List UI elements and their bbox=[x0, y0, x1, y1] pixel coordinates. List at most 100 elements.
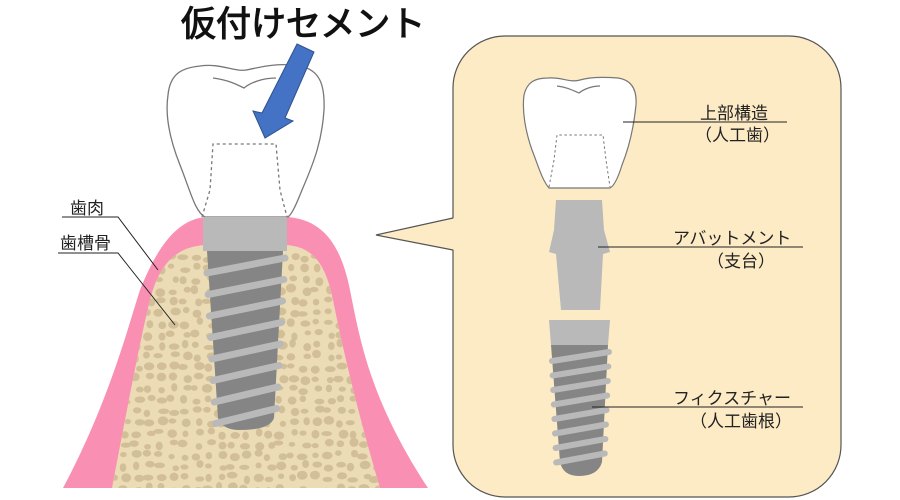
bone-pore bbox=[276, 329, 286, 339]
bone-pore bbox=[144, 444, 151, 450]
bone-pore bbox=[302, 287, 312, 297]
thread bbox=[208, 340, 284, 363]
thread bbox=[203, 254, 289, 277]
bone-pore bbox=[314, 385, 323, 392]
thread bbox=[551, 407, 610, 422]
bone-pore bbox=[192, 309, 202, 318]
bone-pore bbox=[205, 463, 212, 469]
bone-pore bbox=[196, 317, 204, 325]
bone-pore bbox=[300, 408, 309, 414]
bone-pore bbox=[157, 416, 169, 426]
bone-pore bbox=[338, 386, 346, 392]
bone-pore bbox=[278, 453, 287, 461]
bone-pore bbox=[179, 276, 187, 285]
bone-pore bbox=[302, 275, 310, 284]
thread bbox=[552, 421, 609, 437]
bone-pore bbox=[300, 255, 309, 263]
bone-pore bbox=[226, 471, 238, 479]
crown-left bbox=[166, 64, 325, 218]
bone-pore bbox=[310, 365, 320, 374]
bone-pore bbox=[324, 366, 336, 373]
bone-pore bbox=[360, 298, 371, 304]
bone-pore bbox=[291, 253, 300, 261]
bone-pore bbox=[296, 311, 308, 317]
bone-pore bbox=[216, 482, 223, 488]
thread bbox=[552, 436, 609, 451]
bone-pore bbox=[371, 330, 380, 337]
bone-pore bbox=[207, 427, 216, 435]
bone-pore bbox=[193, 354, 201, 362]
title-text: 仮付けセメント bbox=[180, 5, 425, 45]
bone-pore bbox=[273, 440, 284, 446]
bone-pore bbox=[218, 441, 227, 450]
callout-pointer bbox=[376, 218, 455, 250]
arrow-icon bbox=[252, 43, 315, 139]
bone-pore bbox=[158, 408, 170, 415]
bone-pore bbox=[359, 460, 371, 470]
bone-pore bbox=[192, 398, 201, 405]
bone-pore bbox=[155, 297, 166, 304]
bone-pore bbox=[120, 451, 127, 458]
bone-pore bbox=[143, 351, 150, 359]
bone-pore bbox=[191, 453, 201, 461]
bone-pore bbox=[371, 362, 378, 369]
thread bbox=[207, 319, 285, 341]
thread bbox=[550, 392, 611, 408]
bone-pore bbox=[358, 331, 369, 339]
fixture bbox=[549, 320, 612, 476]
bone-pore bbox=[322, 407, 332, 413]
bone-pore bbox=[372, 256, 379, 264]
bone-pore bbox=[112, 355, 118, 362]
bone-pore bbox=[255, 442, 265, 451]
bone-pore bbox=[143, 362, 155, 371]
bone-pore bbox=[291, 296, 300, 306]
bone-pore bbox=[182, 430, 189, 438]
bone-pore bbox=[119, 297, 126, 304]
bone-pore bbox=[304, 330, 312, 336]
bone-pore bbox=[313, 340, 321, 348]
bone-pore bbox=[143, 332, 153, 342]
bone-pore bbox=[291, 332, 298, 341]
bone-pore bbox=[172, 465, 180, 472]
bone-pore bbox=[289, 338, 296, 348]
bone-pore bbox=[239, 464, 250, 470]
bone-pore bbox=[120, 312, 127, 318]
bone-pore bbox=[349, 251, 358, 259]
bone-pore bbox=[201, 383, 213, 393]
bone-pore bbox=[193, 486, 203, 488]
bone-pore bbox=[191, 341, 199, 348]
bone-pore bbox=[146, 320, 154, 329]
bone-pore bbox=[182, 306, 190, 314]
bone-pore bbox=[153, 308, 163, 317]
bone-pore bbox=[322, 476, 333, 483]
bone-pore bbox=[336, 461, 346, 468]
bone-pore bbox=[168, 289, 177, 295]
thread bbox=[550, 378, 611, 393]
bone-pore bbox=[168, 418, 177, 424]
bone-pore bbox=[179, 395, 188, 404]
bone-pore bbox=[112, 333, 116, 340]
bone-pore bbox=[204, 395, 212, 403]
bone-pore bbox=[194, 361, 205, 371]
bone-pore bbox=[183, 384, 193, 391]
thread bbox=[553, 450, 608, 466]
bone-pore bbox=[288, 441, 296, 447]
bone-pore bbox=[289, 384, 298, 391]
bone-pore bbox=[362, 318, 373, 325]
bone-pore bbox=[372, 317, 380, 326]
bone-pore bbox=[323, 296, 333, 303]
bone-pore bbox=[158, 387, 165, 394]
bone-pore bbox=[121, 431, 129, 439]
bone-pore bbox=[136, 365, 143, 372]
fixture-label: フィクスチャー bbox=[673, 389, 791, 409]
bone-pore bbox=[302, 442, 312, 449]
bone-pore bbox=[369, 343, 380, 349]
bone-pore bbox=[120, 266, 130, 274]
bone-pore bbox=[219, 465, 227, 471]
bone-pore bbox=[303, 343, 312, 352]
bone-pore bbox=[193, 372, 204, 380]
bone-pore bbox=[204, 363, 213, 372]
bone-pore bbox=[207, 439, 217, 446]
bone-pore bbox=[119, 463, 127, 472]
